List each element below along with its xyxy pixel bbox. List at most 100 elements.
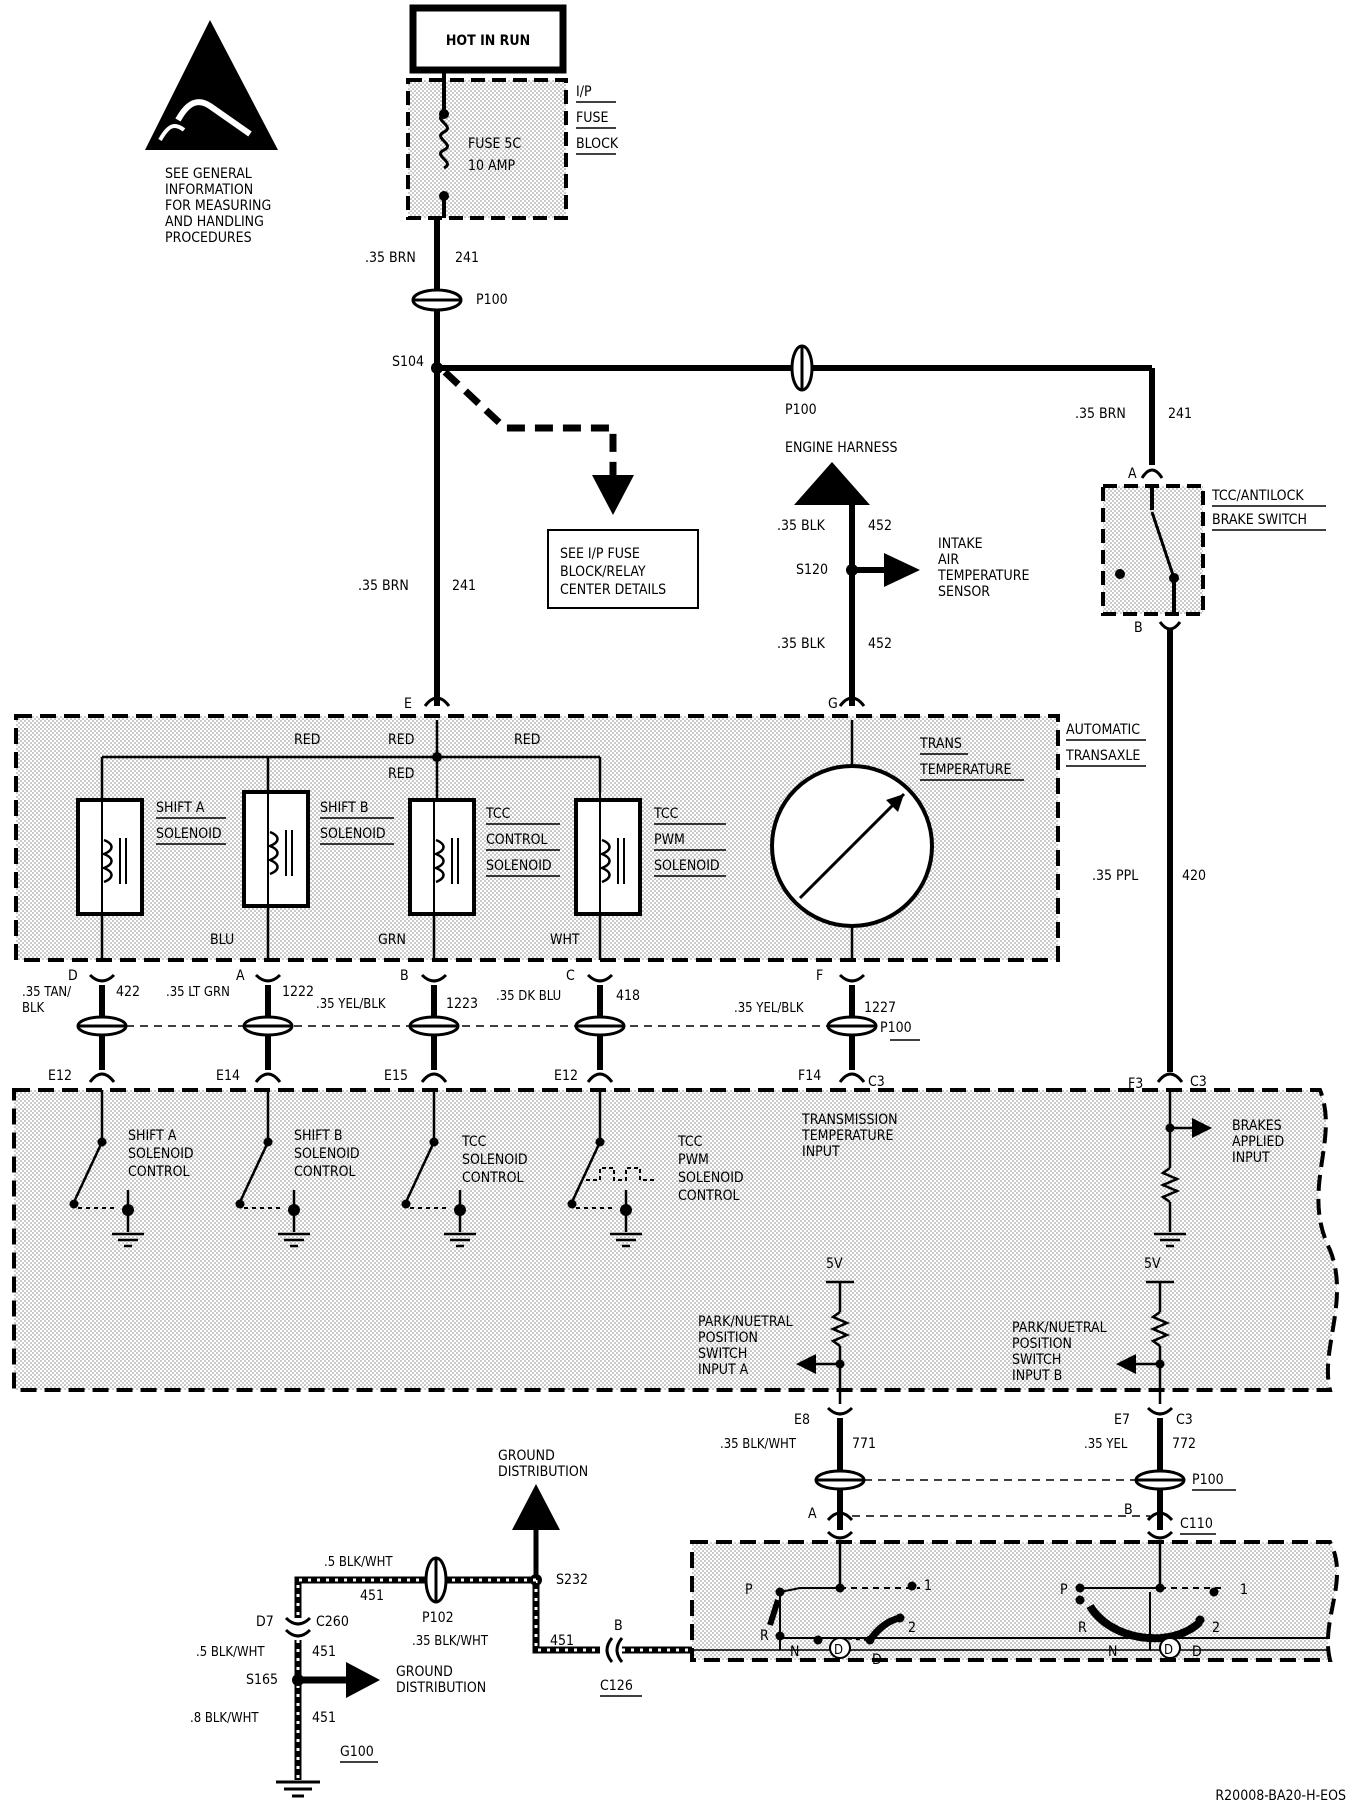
trans-temp-pin-g: G (828, 696, 838, 712)
tcc-pwm-coil-icon (598, 838, 611, 884)
wire-451-circuit-c260: 451 (312, 1644, 336, 1660)
ground-dist-top-1: GROUND (498, 1448, 555, 1464)
iat-label-3: TEMPERATURE (937, 568, 1029, 584)
wire-1223-color: .35 YEL/BLK (316, 997, 386, 1012)
wire-418-circuit: 418 (616, 988, 640, 1004)
wire-771-circuit: 771 (852, 1436, 876, 1452)
p100-label-bottom: P100 (1192, 1472, 1224, 1488)
brake-switch-pin-a: A (1128, 466, 1137, 482)
c3-label-mid: C3 (868, 1074, 885, 1090)
pcm-tcc-pwm-label-2: PWM (678, 1152, 709, 1168)
shift-b-solenoid: SHIFT B SOLENOID BLU (210, 790, 394, 960)
red-wire-label-2: RED (388, 732, 414, 748)
wire-451-circuit-p102: 451 (360, 1588, 384, 1604)
brakes-applied-label-1: BRAKES (1232, 1118, 1282, 1134)
tcc-pwm-label-2: PWM (654, 832, 685, 848)
wire-422-color-1: .35 TAN/ (22, 985, 71, 1000)
brake-wire-circuit: 420 (1182, 868, 1206, 884)
tcc-control-label-2: CONTROL (486, 832, 548, 848)
brakes-applied-label-2: APPLIED (1232, 1134, 1284, 1150)
trans-temp-label-1: TRANS (919, 736, 962, 752)
overdrive-a: D (834, 1643, 843, 1658)
shift-b-wire-color: BLU (210, 932, 234, 948)
brake-wire-color: .35 PPL (1092, 868, 1138, 884)
gear-1-b: 1 (1240, 1582, 1248, 1598)
red-wire-label-1: RED (294, 732, 320, 748)
pn-b-arrow-icon (1116, 1354, 1136, 1374)
shift-a-coil-icon (100, 838, 113, 884)
pn-b-label-1: PARK/NUETRAL (1012, 1320, 1107, 1336)
pin-a: A (236, 968, 245, 984)
feed-wire-color: .35 BRN (365, 250, 416, 266)
pcm-shift-a-label-2: SOLENOID (128, 1146, 194, 1162)
pcm-tcc-pwm-label-3: SOLENOID (678, 1170, 744, 1186)
pn-switch-b: D P R N D 1 2 (1060, 1582, 1248, 1660)
pin-c: C (566, 968, 575, 984)
trans-temp-label-2: TEMPERATURE (919, 762, 1011, 778)
p100-label-horizontal: P100 (785, 402, 817, 418)
tcc-control-label-3: SOLENOID (486, 858, 552, 874)
esd-warning-line-5: PROCEDURES (165, 230, 252, 246)
gear-p-a: P (745, 1582, 753, 1598)
pin-f: F (816, 968, 823, 984)
wire-772-color: .35 YEL (1084, 1437, 1128, 1452)
shift-a-label-2: SOLENOID (156, 826, 222, 842)
ground-circuit: GROUND DISTRIBUTION S232 .35 BLK/WHT 451… (190, 1448, 692, 1798)
pn-a-label-3: SWITCH (698, 1346, 747, 1362)
pcm-shift-a-label-3: CONTROL (128, 1164, 190, 1180)
overdrive-b: D (1164, 1643, 1173, 1658)
fuse-details-line-2: BLOCK/RELAY (560, 564, 646, 580)
gear-2-b: 2 (1212, 1620, 1220, 1636)
brakes-applied-arrow-icon (1192, 1118, 1212, 1138)
pcm-shift-a-driver: SHIFT A SOLENOID CONTROL (69, 1090, 194, 1248)
c110-label: C110 (1180, 1516, 1213, 1532)
iat-wire-circuit-top: 452 (868, 518, 892, 534)
ground-dist-top-2: DISTRIBUTION (498, 1464, 588, 1480)
ground-dist-right-2: DISTRIBUTION (396, 1680, 486, 1696)
wire-418-color: .35 DK BLU (496, 989, 561, 1004)
pn-switch-a: D P R N D 1 2 (745, 1578, 932, 1668)
gear-2-a: 2 (908, 1620, 916, 1636)
gear-n-a: N (790, 1644, 799, 1660)
brake-feed-wire-color: .35 BRN (1075, 406, 1126, 422)
transaxle-label-1: AUTOMATIC (1066, 722, 1140, 738)
pcm-tcc-pwm-label-4: CONTROL (678, 1188, 740, 1204)
pcm-shift-b-driver: SHIFT B SOLENOID CONTROL (235, 1090, 360, 1248)
pn-pin-b: B (1124, 1502, 1133, 1518)
tcc-control-coil-icon (432, 838, 445, 884)
iat-label-4: SENSOR (938, 584, 990, 600)
c126-pin-b: B (614, 1618, 623, 1634)
c260-label: C260 (316, 1614, 349, 1630)
pcm-tcc-driver: TCC SOLENOID CONTROL (401, 1090, 528, 1248)
gear-n-b: N (1108, 1644, 1117, 1660)
shift-b-label-2: SOLENOID (320, 826, 386, 842)
pwm-waveform-icon (586, 1167, 654, 1181)
wire-772-circuit: 772 (1172, 1436, 1196, 1452)
pn-b-label-3: SWITCH (1012, 1352, 1061, 1368)
pn-a-5v: 5V (826, 1256, 843, 1272)
red-wire-label-3: RED (514, 732, 540, 748)
wire-422-circuit: 422 (116, 984, 140, 1000)
solenoid-feed-wire-color: .35 BRN (358, 578, 409, 594)
c3-label-right: C3 (1190, 1074, 1207, 1090)
wire-451-color-g100: .8 BLK/WHT (190, 1711, 259, 1726)
iat-wire-color-bottom: .35 BLK (777, 636, 826, 652)
shift-b-coil-icon (266, 830, 279, 876)
pcm-tcc-pwm-driver: TCC PWM SOLENOID CONTROL (567, 1090, 744, 1248)
document-id: R20008-BA20-H-EOS (1215, 1788, 1346, 1804)
pn-input-a: 5V PARK/NUETRAL POSITION SWITCH INPUT A (698, 1256, 854, 1404)
shift-a-solenoid: SHIFT A SOLENOID (76, 798, 226, 960)
pcm-tcc-label-3: CONTROL (462, 1170, 524, 1186)
pcm-shift-b-label-1: SHIFT B (294, 1128, 343, 1144)
p102-label: P102 (422, 1610, 454, 1626)
shift-a-label-1: SHIFT A (156, 800, 205, 816)
pn-a-label-2: POSITION (698, 1330, 758, 1346)
g100-label: G100 (340, 1744, 374, 1760)
wire-451-color-p102: .5 BLK/WHT (324, 1555, 393, 1570)
pn-a-label-4: INPUT A (698, 1362, 749, 1378)
pcm-tcc-label-1: TCC (461, 1134, 487, 1150)
trans-temp-input-label-3: INPUT (802, 1144, 840, 1160)
fuse-details-arrow-icon (592, 475, 634, 515)
p100-label-top: P100 (476, 292, 508, 308)
pn-b-5v: 5V (1144, 1256, 1161, 1272)
